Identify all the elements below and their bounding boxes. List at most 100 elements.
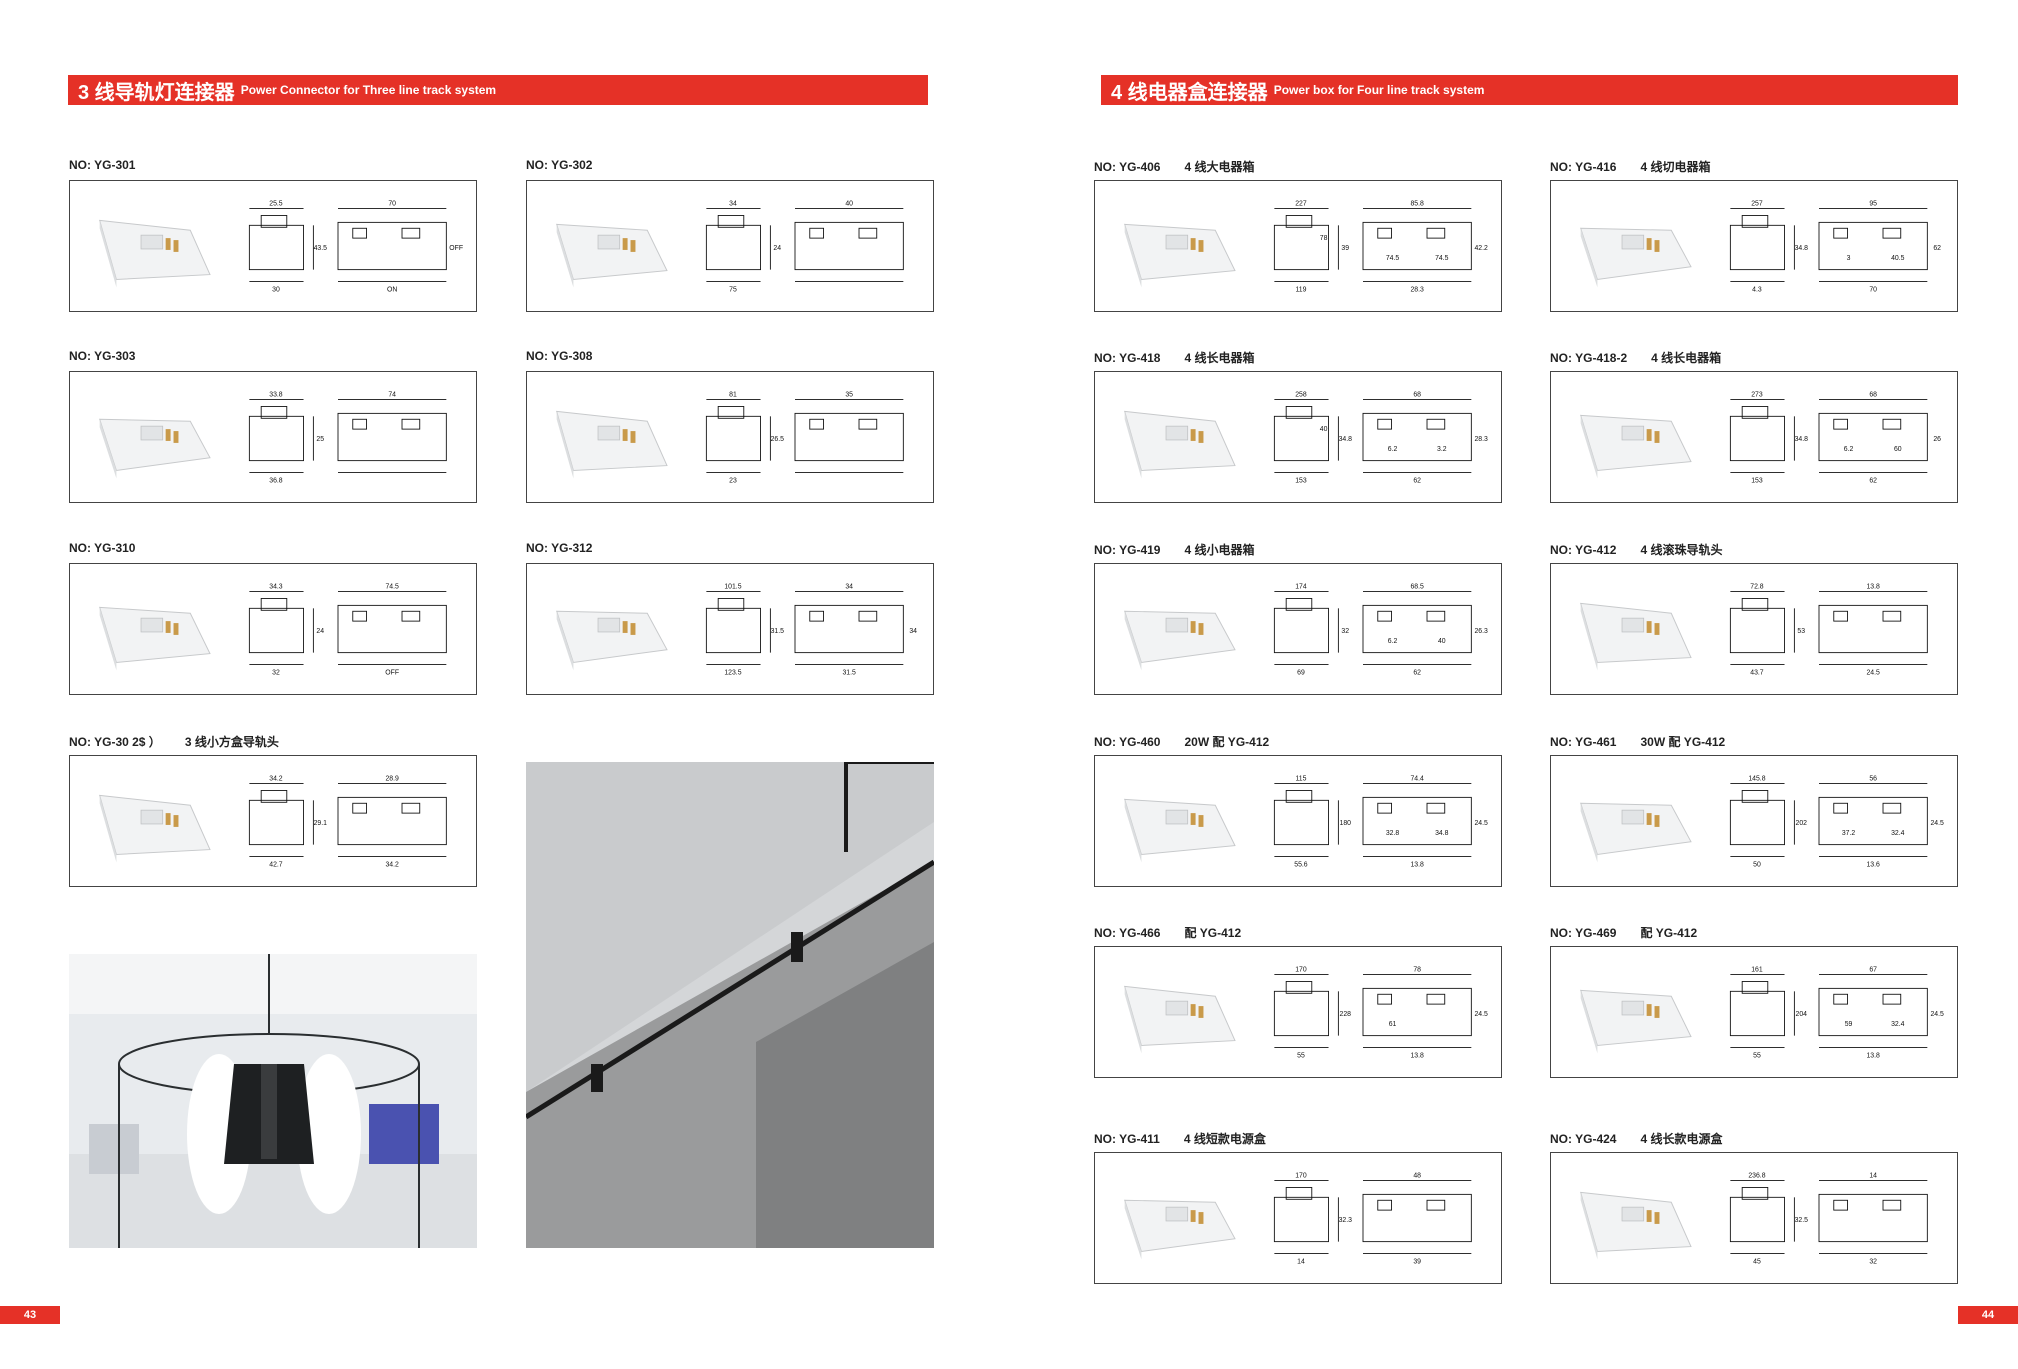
technical-drawing (705, 591, 904, 665)
dimension-label: 55 (1753, 1052, 1761, 1059)
dimension-label: 34.2 (385, 861, 399, 868)
technical-drawing (248, 783, 447, 857)
dimension-label: 228 (1340, 1011, 1352, 1018)
dimension-label: 62 (1413, 669, 1421, 676)
product-label: NO: YG-303 (69, 349, 135, 363)
technical-drawing (1729, 399, 1928, 473)
dimension-label: 37.2 (1842, 830, 1856, 837)
product-label: NO: YG-310 (69, 541, 135, 555)
technical-drawing (248, 208, 447, 282)
product-label: NO: YG-461 30W 配 YG-412 (1550, 733, 1725, 750)
dimension-label: 74 (388, 392, 396, 399)
dimension-label: 13.8 (1410, 1052, 1424, 1059)
connector-photo (98, 219, 211, 288)
dimension-label: 68.5 (1410, 584, 1424, 591)
product-label: NO: YG-30 2$ ）3 线小方盒导轨头 (69, 733, 279, 750)
connector-photo (555, 410, 668, 479)
dimension-label: 62 (1933, 245, 1941, 252)
dimension-label: 23 (729, 477, 737, 484)
product-label: NO: YG-301 (69, 158, 135, 172)
product-number: NO: YG-308 (526, 349, 593, 363)
product-subtitle: 4 线短款电源盒 (1183, 1132, 1266, 1146)
connector-photo (98, 606, 211, 671)
right-banner-cn: 4 线电器盒连接器 (1111, 81, 1268, 104)
product-label: NO: YG-302 (526, 158, 592, 172)
dimension-label: 24.5 (1930, 820, 1944, 827)
dimension-label: 170 (1295, 967, 1307, 974)
dimension-label: 24.5 (1866, 669, 1880, 676)
dimension-label: 45 (1753, 1258, 1761, 1265)
product-number: NO: YG-312 (526, 541, 593, 555)
dimension-label: 34 (909, 628, 917, 635)
connector-photo (1123, 610, 1236, 671)
dimension-label: 101.5 (724, 584, 741, 591)
dimension-label: 32.5 (1795, 1217, 1809, 1224)
product-subtitle: 4 线长电器箱 (1184, 351, 1255, 365)
dimension-label: 28.3 (1474, 436, 1488, 443)
dimension-label: 62 (1869, 477, 1877, 484)
dimension-label: 32.4 (1891, 1021, 1905, 1028)
dimension-label: 31.5 (771, 628, 785, 635)
dimension-label: 70 (388, 201, 396, 208)
product-number: NO: YG-461 (1550, 735, 1617, 749)
dimension-label: 4.3 (1752, 286, 1762, 293)
dimension-label: 13.8 (1866, 1052, 1880, 1059)
dimension-label: 53 (1797, 628, 1805, 635)
connector-photo (1123, 223, 1236, 288)
dimension-label: 25.5 (269, 201, 283, 208)
product-number: NO: YG-310 (69, 541, 136, 555)
dimension-label: 3 (1847, 255, 1851, 262)
dimension-label: 24 (773, 245, 781, 252)
dimension-label: 119 (1295, 286, 1306, 293)
dimension-label: 24.5 (1474, 820, 1488, 827)
product-number: NO: YG-469 (1550, 926, 1617, 940)
technical-drawing (1273, 591, 1472, 665)
dimension-label: 26 (1933, 436, 1941, 443)
dimension-label: 68 (1413, 392, 1421, 399)
dimension-label: 202 (1796, 820, 1808, 827)
dimension-label: 153 (1751, 477, 1763, 484)
dimension-label: 74.5 (1386, 255, 1400, 262)
dimension-label: 32.4 (1891, 830, 1905, 837)
dimension-label: OFF (449, 245, 463, 252)
technical-drawing (248, 399, 447, 473)
dimension-label: 75 (729, 286, 737, 293)
dimension-label: 48 (1413, 1173, 1421, 1180)
technical-drawing (1729, 208, 1928, 282)
showroom-photo (69, 954, 477, 1248)
dimension-label: 273 (1751, 392, 1763, 399)
dimension-label: 55.6 (1294, 861, 1308, 868)
product-number: NO: YG-424 (1550, 1132, 1617, 1146)
product-subtitle: 30W 配 YG-412 (1640, 735, 1726, 749)
dimension-label: 204 (1796, 1011, 1808, 1018)
dimension-label: 174 (1295, 584, 1307, 591)
dimension-label: 3.2 (1437, 446, 1447, 453)
product-subtitle: 配 YG-412 (1640, 926, 1698, 940)
dimension-label: 35 (845, 392, 853, 399)
dimension-label: 39 (1413, 1258, 1421, 1265)
dimension-label: 40 (1320, 426, 1328, 433)
product-subtitle: 4 线长款电源盒 (1640, 1132, 1723, 1146)
dimension-label: 13.8 (1410, 861, 1424, 868)
dimension-label: 55 (1297, 1052, 1305, 1059)
connector-photo (1579, 227, 1692, 288)
product-drawing: 34.229.142.728.934.2 (98, 776, 447, 868)
technical-drawing (1729, 783, 1928, 857)
